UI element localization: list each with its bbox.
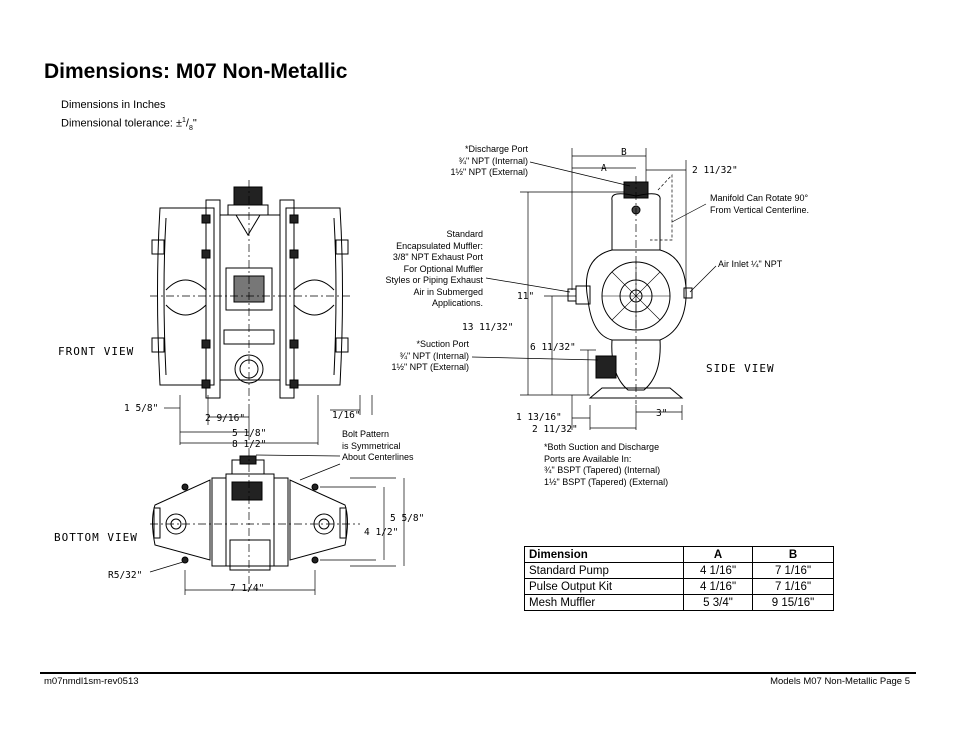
tolerance-label: Dimensional tolerance: ± xyxy=(61,117,182,130)
dim-side-6-11-32: 6 11/32" xyxy=(530,342,576,353)
dim-side-2-11-32-top: 2 11/32" xyxy=(692,165,738,176)
callout-suction-line-1: *Suction Port xyxy=(416,339,469,349)
bottom-dimension-lines xyxy=(149,477,405,595)
callout-bolt-line-1: Bolt Pattern xyxy=(342,429,390,439)
dim-bottom-5-5-8: 5 5/8" xyxy=(390,513,424,524)
bottom-view-pump xyxy=(150,448,360,590)
table-cell: 4 1/16" xyxy=(683,562,753,579)
table-cell: 4 1/16" xyxy=(683,578,753,595)
dimension-table: Dimension A B Standard Pump 4 1/16" 7 1/… xyxy=(524,546,834,611)
callout-suction-line-3: 1½" NPT (External) xyxy=(391,362,469,372)
tolerance-num: 1 xyxy=(181,117,186,124)
callout-leaders xyxy=(255,161,717,481)
callout-muffler: Standard Encapsulated Muffler: 3/8" NPT … xyxy=(385,229,483,310)
callout-suction-line-2: ¾" NPT (Internal) xyxy=(399,350,469,361)
dim-side-13-11-32: 13 11/32" xyxy=(462,322,513,333)
callout-manifold-line-1: Manifold Can Rotate 90° xyxy=(710,193,809,203)
callout-suction-port: *Suction Port ¾" NPT (Internal) 1½" NPT … xyxy=(391,339,469,374)
callout-muffler-line-5: Styles or Piping Exhaust xyxy=(385,275,483,285)
footer-rule xyxy=(40,672,916,674)
callout-bolt-line-2: is Symmetrical xyxy=(342,440,401,451)
view-label-side: SIDE VIEW xyxy=(706,362,775,375)
dim-side-b: B xyxy=(621,147,627,158)
view-label-bottom: BOTTOM VIEW xyxy=(54,531,138,544)
table-row: Mesh Muffler 5 3/4" 9 15/16" xyxy=(524,594,834,611)
dim-front-8-1-2: 8 1/2" xyxy=(232,439,266,450)
front-dimension-lines xyxy=(164,395,373,445)
dim-front-1-16: 1/16" xyxy=(332,410,361,421)
footer-doc-id: m07nmdl1sm-rev0513 xyxy=(44,676,139,687)
table-cell: Standard Pump xyxy=(524,562,684,579)
table-cell: 9 15/16" xyxy=(752,594,834,611)
tolerance-suffix: " xyxy=(192,117,197,130)
tolerance-note: Dimensional tolerance: ±1/8" xyxy=(61,117,197,132)
dim-front-1-5-8: 1 5/8" xyxy=(124,403,158,414)
units-note: Dimensions in Inches xyxy=(61,99,166,111)
table-header-dimension: Dimension xyxy=(524,546,684,563)
table-cell: Pulse Output Kit xyxy=(524,578,684,595)
dim-bottom-r5-32: R5/32" xyxy=(108,570,142,581)
callout-bspt-line-2: Ports are Available In: xyxy=(544,453,632,464)
dim-side-3: 3" xyxy=(656,408,667,419)
side-view-pump xyxy=(567,174,693,404)
table-header-a: A xyxy=(683,546,753,563)
dim-side-2-11-32-bottom: 2 11/32" xyxy=(532,424,578,435)
callout-bspt-note: *Both Suction and Discharge Ports are Av… xyxy=(544,442,668,488)
callout-bspt-line-3: ¾" BSPT (Tapered) (Internal) xyxy=(544,465,661,475)
table-cell: 7 1/16" xyxy=(752,562,834,579)
footer-page-info: Models M07 Non-Metallic Page 5 xyxy=(770,676,910,687)
callout-muffler-line-2: Encapsulated Muffler: xyxy=(396,240,483,251)
callout-discharge-line-1: *Discharge Port xyxy=(464,144,528,154)
side-dimension-lines xyxy=(520,148,687,430)
table-row: Standard Pump 4 1/16" 7 1/16" xyxy=(524,562,834,579)
dim-front-2-9-16: 2 9/16" xyxy=(205,413,245,424)
table-cell: 5 3/4" xyxy=(683,594,753,611)
callout-muffler-line-7: Applications. xyxy=(431,298,483,308)
callout-bolt-pattern: Bolt Pattern is Symmetrical About Center… xyxy=(342,429,414,464)
table-row: Pulse Output Kit 4 1/16" 7 1/16" xyxy=(524,578,834,595)
table-cell: 7 1/16" xyxy=(752,578,834,595)
callout-manifold-line-2: From Vertical Centerline. xyxy=(710,204,810,215)
callout-muffler-line-3: 3/8" NPT Exhaust Port xyxy=(392,252,483,262)
callout-bspt-line-1: *Both Suction and Discharge xyxy=(544,442,660,452)
callout-muffler-line-6: Air in Submerged xyxy=(413,286,483,297)
dim-side-1-13-16: 1 13/16" xyxy=(516,412,562,423)
dim-bottom-4-1-2: 4 1/2" xyxy=(364,527,398,538)
callout-air-inlet: Air Inlet ¼" NPT xyxy=(718,259,783,269)
front-view-pump xyxy=(150,180,350,405)
table-cell: Mesh Muffler xyxy=(524,594,684,611)
page-title: Dimensions: M07 Non-Metallic xyxy=(44,60,348,83)
callout-discharge-line-3: 1½" NPT (External) xyxy=(450,167,528,177)
callout-discharge-port: *Discharge Port ¾" NPT (Internal) 1½" NP… xyxy=(450,144,528,179)
callout-discharge-line-2: ¾" NPT (Internal) xyxy=(458,155,528,166)
dim-bottom-7-1-4: 7 1/4" xyxy=(230,583,264,594)
callout-muffler-line-4: For Optional Muffler xyxy=(403,263,483,274)
view-label-front: FRONT VIEW xyxy=(58,345,134,358)
tolerance-den: 8 xyxy=(188,124,193,132)
dim-side-11: 11" xyxy=(517,291,534,302)
callout-muffler-line-1: Standard xyxy=(446,229,483,239)
callout-bspt-line-4: 1½" BSPT (Tapered) (External) xyxy=(544,476,669,487)
table-header-row: Dimension A B xyxy=(524,546,834,563)
callout-manifold: Manifold Can Rotate 90° From Vertical Ce… xyxy=(710,193,809,216)
callout-bolt-line-3: About Centerlines xyxy=(342,452,414,462)
table-header-b: B xyxy=(752,546,834,563)
dim-side-a: A xyxy=(601,163,607,174)
dim-front-5-1-8: 5 1/8" xyxy=(232,428,266,439)
